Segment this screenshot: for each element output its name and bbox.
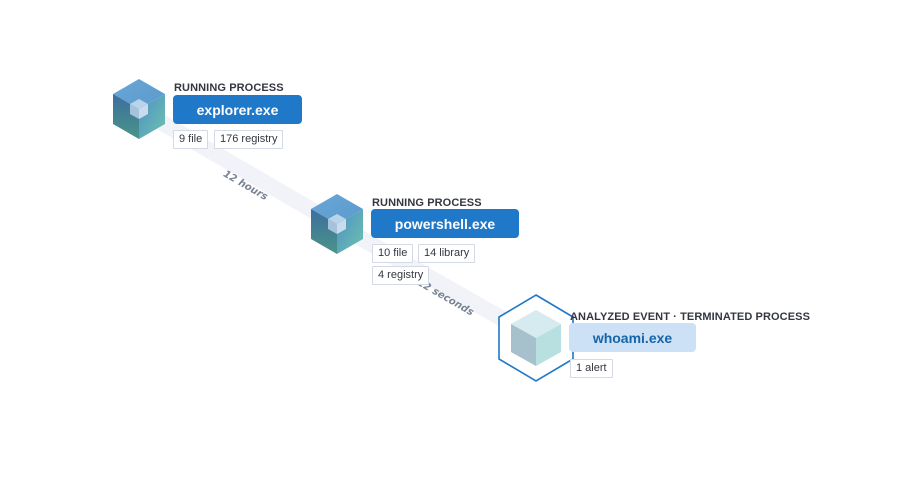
process-cube-icon[interactable] — [311, 194, 363, 254]
alert-count-badge[interactable]: 1 alert — [570, 359, 613, 378]
process-name-button[interactable]: powershell.exe — [371, 209, 519, 238]
edge-explorer-to-powershell: 12 hours — [132, 102, 344, 232]
file-count-badge[interactable]: 9 file — [173, 130, 209, 149]
analyzed-process-cube-icon[interactable] — [498, 294, 574, 382]
registry-count-badge[interactable]: 176 registry — [214, 130, 284, 149]
node-type-label: ANALYZED EVENT · TERMINATED PROCESS — [570, 311, 811, 323]
process-name-button[interactable]: whoami.exe — [569, 323, 696, 352]
registry-count-badge[interactable]: 4 registry — [372, 266, 430, 285]
node-type-label: RUNNING PROCESS — [174, 82, 284, 94]
file-count-badge[interactable]: 10 file — [372, 244, 414, 263]
library-count-badge[interactable]: 14 library — [418, 244, 476, 263]
node-type-label: RUNNING PROCESS — [372, 197, 482, 209]
process-name-button[interactable]: explorer.exe — [173, 95, 302, 124]
process-cube-icon[interactable] — [113, 79, 165, 139]
